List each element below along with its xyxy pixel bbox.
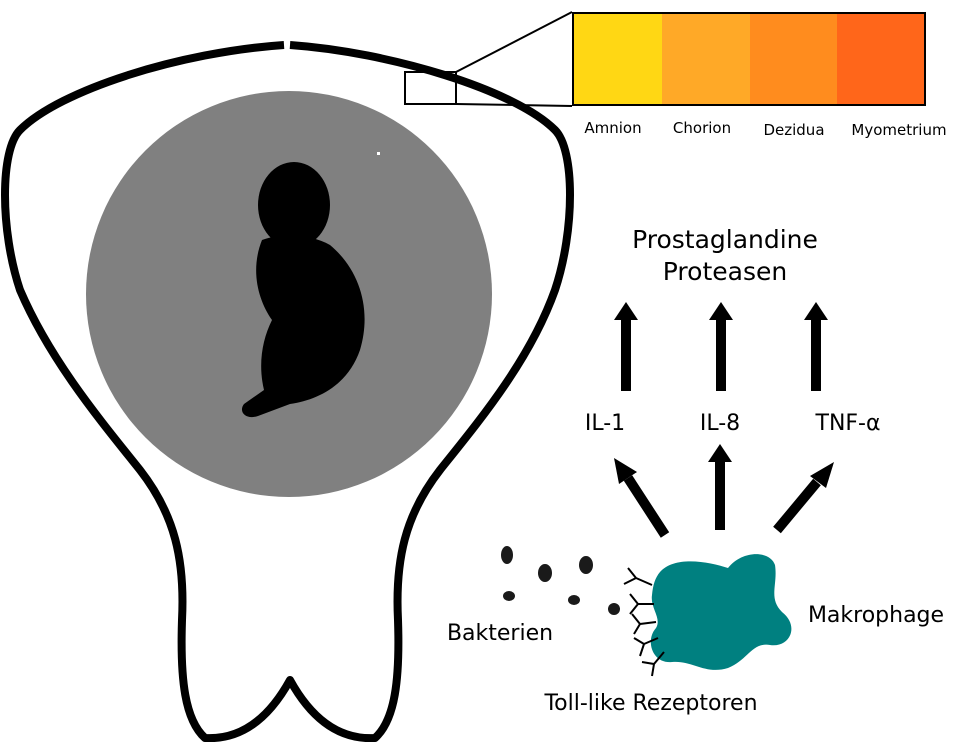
cytokine-il8: IL-8 xyxy=(700,411,740,436)
layer-chorion xyxy=(662,14,750,104)
layer-dezidua xyxy=(750,14,837,104)
cytokine-il1: IL-1 xyxy=(585,411,625,436)
label-toll-like-receptors: Toll-like Rezeptoren xyxy=(543,691,757,716)
products-line1: Prostaglandine xyxy=(632,225,818,254)
receptor xyxy=(630,594,654,614)
layer-label-chorion: Chorion xyxy=(673,119,731,137)
macrophage-cell xyxy=(651,554,792,670)
bacterium xyxy=(501,546,513,564)
receptor xyxy=(624,568,652,585)
bacterium xyxy=(608,603,620,615)
zoom-line-top xyxy=(456,12,572,72)
layer-amnion xyxy=(574,14,662,104)
receptor xyxy=(642,652,664,676)
arrow-to-il1 xyxy=(614,458,665,535)
arrow-il8-up xyxy=(709,302,733,391)
bacteria-group xyxy=(501,546,620,615)
layer-myometrium xyxy=(837,14,925,104)
arrow-tnf-up xyxy=(804,302,828,391)
bacterium xyxy=(568,595,580,605)
arrow-to-il8 xyxy=(708,444,732,530)
layer-label-amnion: Amnion xyxy=(584,119,641,137)
cytokine-tnf: TNF-α xyxy=(815,411,881,436)
arrow-to-tnf xyxy=(777,462,834,530)
label-bacteria: Bakterien xyxy=(447,621,553,646)
membrane-layer-bar xyxy=(573,13,925,105)
bacterium xyxy=(503,591,515,601)
label-macrophage: Makrophage xyxy=(808,603,944,628)
speck xyxy=(377,152,380,155)
arrow-il1-up xyxy=(614,302,638,391)
bacterium xyxy=(538,564,552,582)
receptor xyxy=(632,614,656,634)
arrows-to-products xyxy=(614,302,828,391)
layer-label-dezidua: Dezidua xyxy=(763,121,824,139)
bacterium xyxy=(579,556,593,574)
layer-label-myometrium: Myometrium xyxy=(851,121,946,139)
products-line2: Proteasen xyxy=(663,257,787,286)
arrows-to-cytokines xyxy=(614,444,834,535)
